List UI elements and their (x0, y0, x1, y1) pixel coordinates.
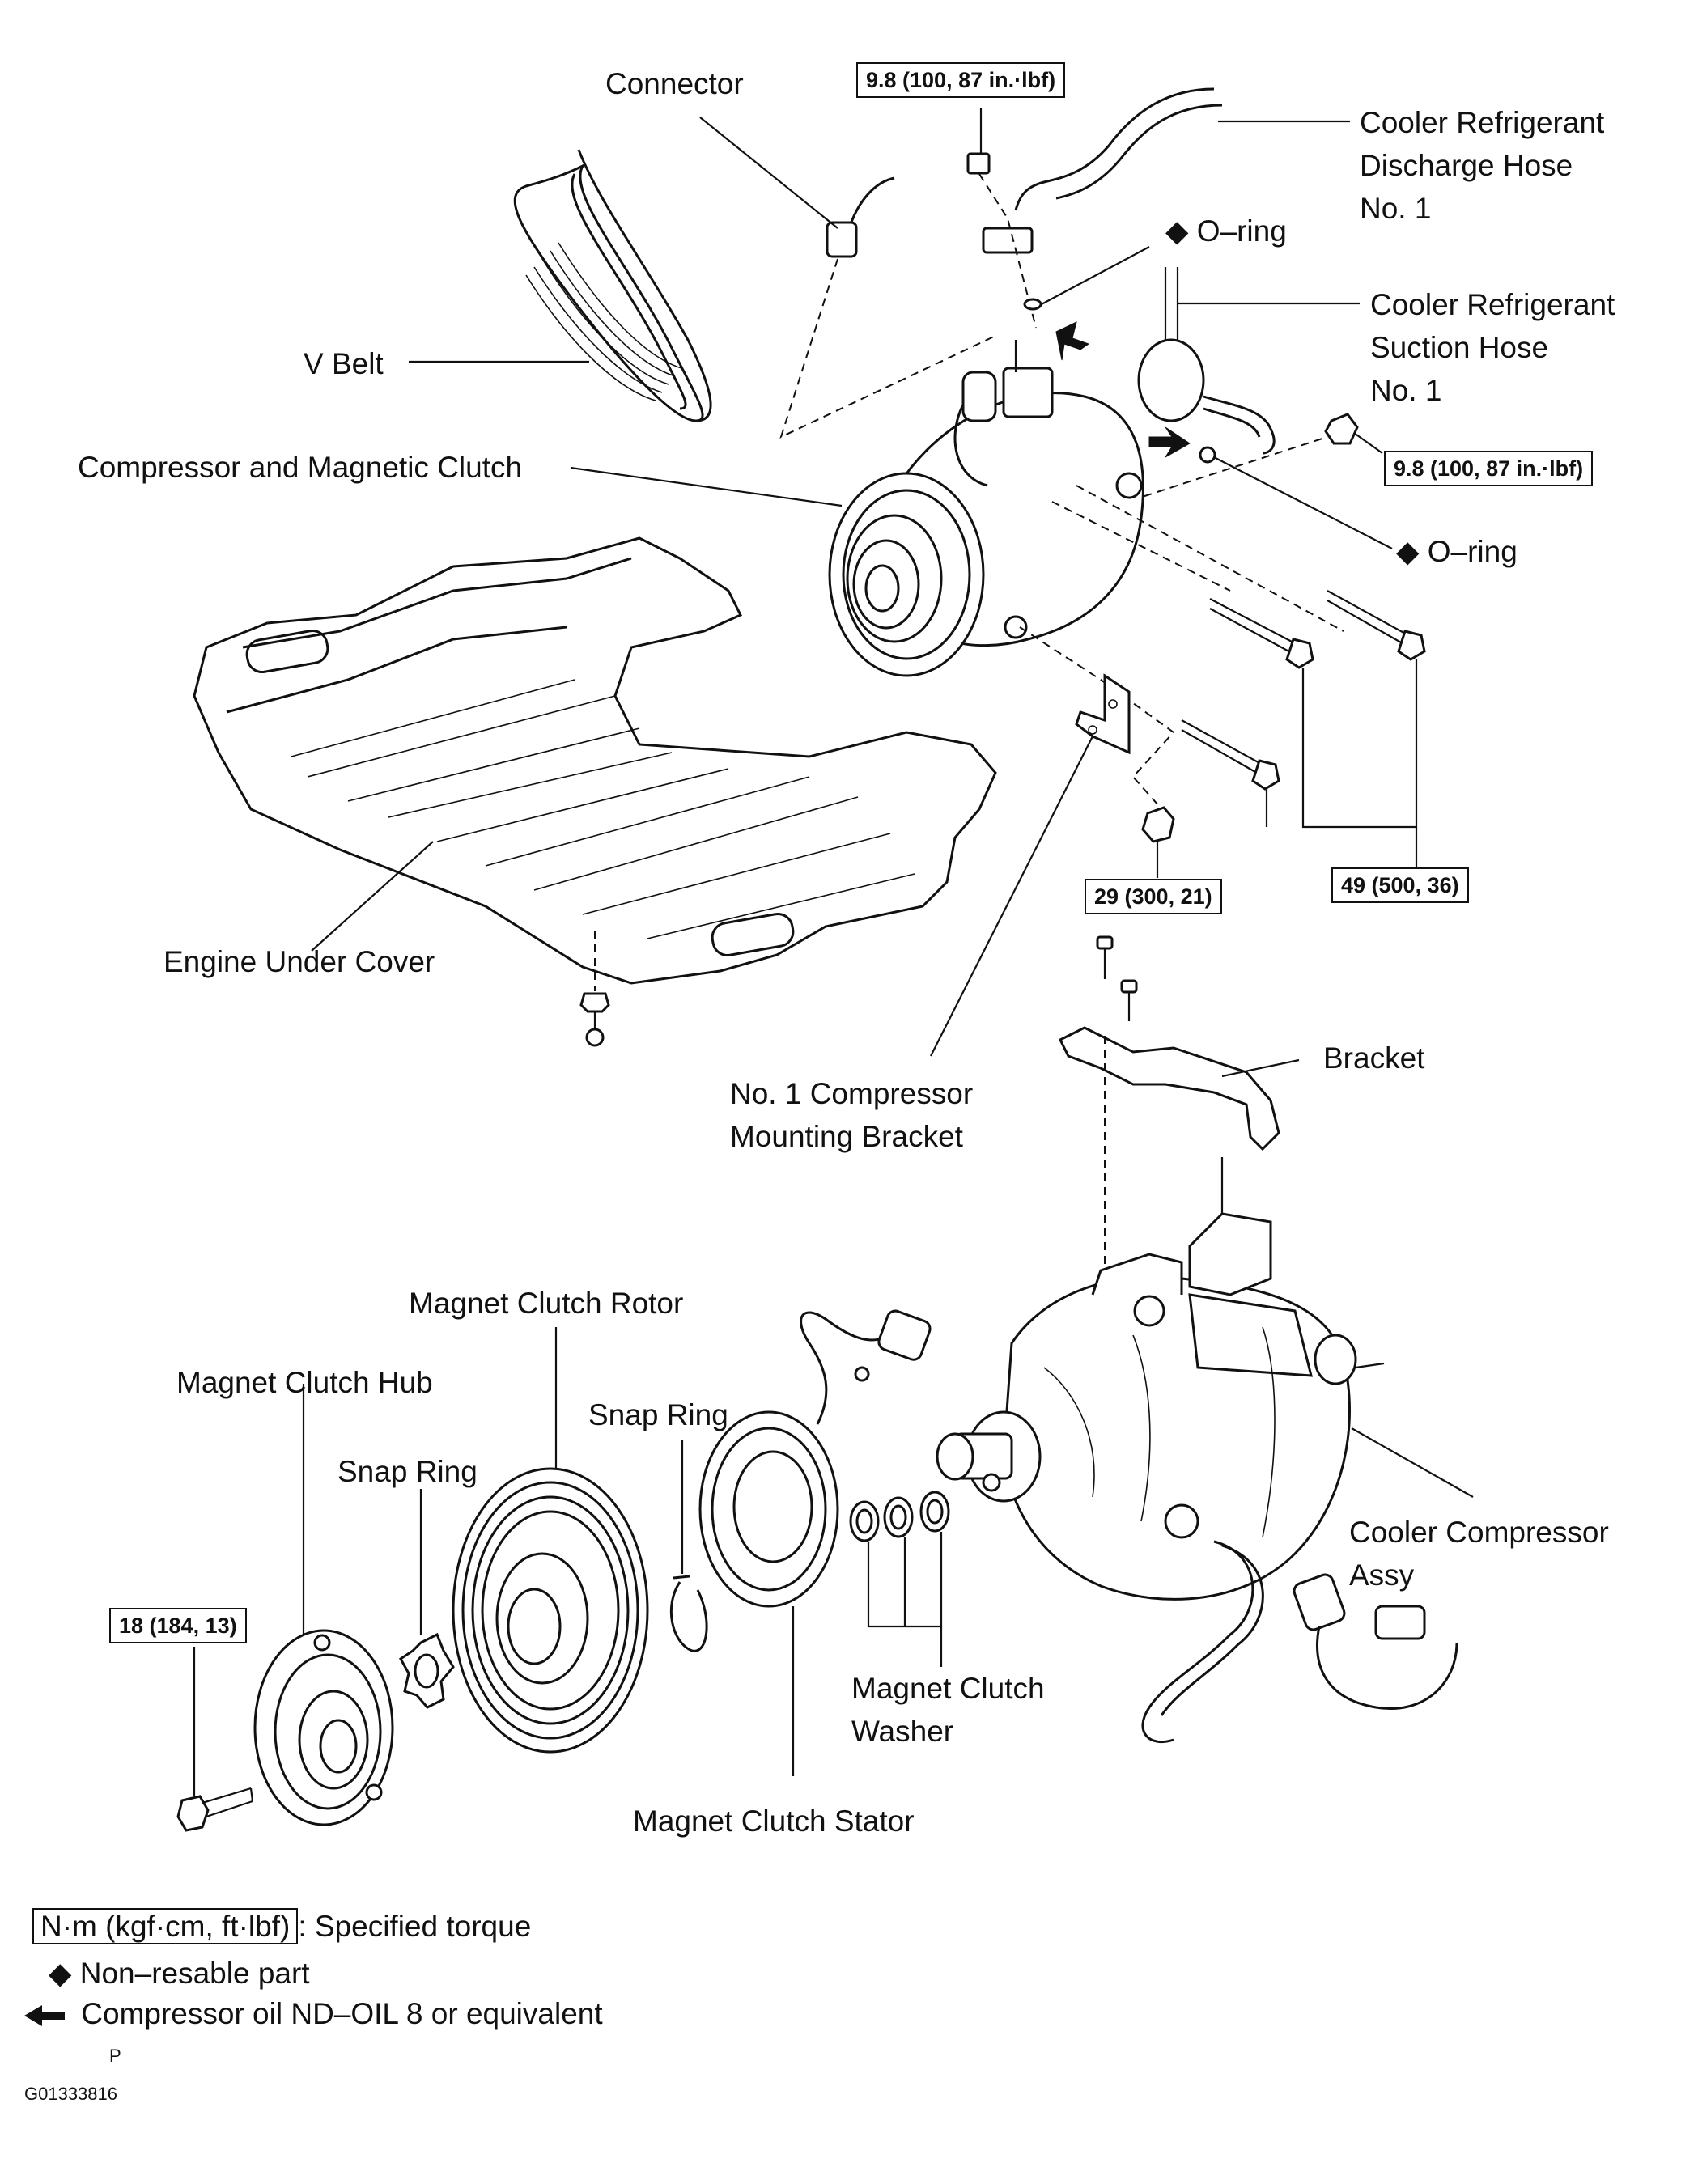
leader-lines (409, 108, 1393, 549)
legend-torque-unit: N·m (kgf·cm, ft·lbf) (32, 1908, 299, 1944)
legend-non-reusable: ◆ Non–resable part (49, 1957, 310, 1990)
label-o-ring-top: ◆ O–ring (1165, 214, 1287, 248)
label-o-ring-mid: ◆ O–ring (1396, 535, 1518, 568)
label-engine-under-cover: Engine Under Cover (163, 945, 435, 978)
snap-ring-left-drawing (399, 1489, 455, 1709)
compressor-top-drawing (828, 340, 1344, 814)
label-discharge-hose: Cooler Refrigerant Discharge Hose No. 1 (1360, 106, 1605, 225)
legend-oil: Compressor oil ND–OIL 8 or equivalent (24, 1995, 603, 2033)
suction-hose-drawing (1051, 267, 1359, 527)
clutch-hub-drawing (253, 1384, 394, 1826)
torque-bracket-nut: 29 (300, 21) (1085, 879, 1222, 914)
figure-code: G01333816 (24, 2084, 117, 2104)
label-clutch-washer: Magnet Clutch Washer (851, 1672, 1045, 1748)
label-suction-hose: Cooler Refrigerant Suction Hose No. 1 (1370, 288, 1615, 407)
snap-ring-right-drawing (669, 1440, 708, 1652)
mounting-bracket-drawing (930, 673, 1175, 1057)
label-v-belt: V Belt (304, 347, 384, 380)
clutch-washers-drawing (849, 1491, 950, 1667)
label-cooler-compressor: Cooler Compressor Assy (1349, 1516, 1609, 1592)
label-clutch-hub: Magnet Clutch Hub (176, 1366, 433, 1399)
mounting-bolts-drawing (1181, 590, 1426, 867)
oil-arrow-icon (1055, 321, 1090, 361)
torque-discharge-bolt: 9.8 (100, 87 in.·lbf) (856, 62, 1066, 98)
hub-bolt-drawing (176, 1647, 254, 1832)
discharge-hose-drawing (966, 87, 1223, 329)
engine-under-cover-drawing (193, 536, 997, 1047)
torque-suction-nut: 9.8 (100, 87 in.·lbf) (1384, 451, 1594, 486)
oil-arrow-icon (1148, 426, 1191, 458)
legend-torque: N·m (kgf·cm, ft·lbf): Specified torque (32, 1907, 531, 1946)
p-mark: P (109, 2046, 121, 2066)
label-snap-ring-right: Snap Ring (588, 1398, 728, 1431)
label-bracket: Bracket (1323, 1041, 1425, 1075)
legend-torque-desc: : Specified torque (298, 1910, 532, 1943)
label-snap-ring-left: Snap Ring (337, 1455, 478, 1488)
bracket-drawing (1058, 935, 1300, 1299)
clutch-stator-drawing (698, 1309, 932, 1776)
oil-arrow-icon (24, 2005, 65, 2027)
torque-compressor-bolts: 49 (500, 36) (1331, 867, 1469, 903)
legend-oil-text: Compressor oil ND–OIL 8 or equivalent (81, 1997, 603, 2030)
label-clutch-rotor: Magnet Clutch Rotor (409, 1287, 684, 1320)
v-belt-drawing (513, 149, 712, 422)
clutch-rotor-drawing (452, 1327, 649, 1754)
cooler-compressor-drawing (936, 1157, 1474, 1744)
label-clutch-stator: Magnet Clutch Stator (633, 1804, 915, 1838)
connector-drawing (779, 176, 996, 439)
label-connector: Connector (605, 67, 744, 100)
torque-hub-bolt: 18 (184, 13) (109, 1608, 247, 1643)
label-compressor-clutch: Compressor and Magnetic Clutch (78, 451, 523, 484)
label-mounting-bracket: No. 1 Compressor Mounting Bracket (730, 1077, 974, 1153)
